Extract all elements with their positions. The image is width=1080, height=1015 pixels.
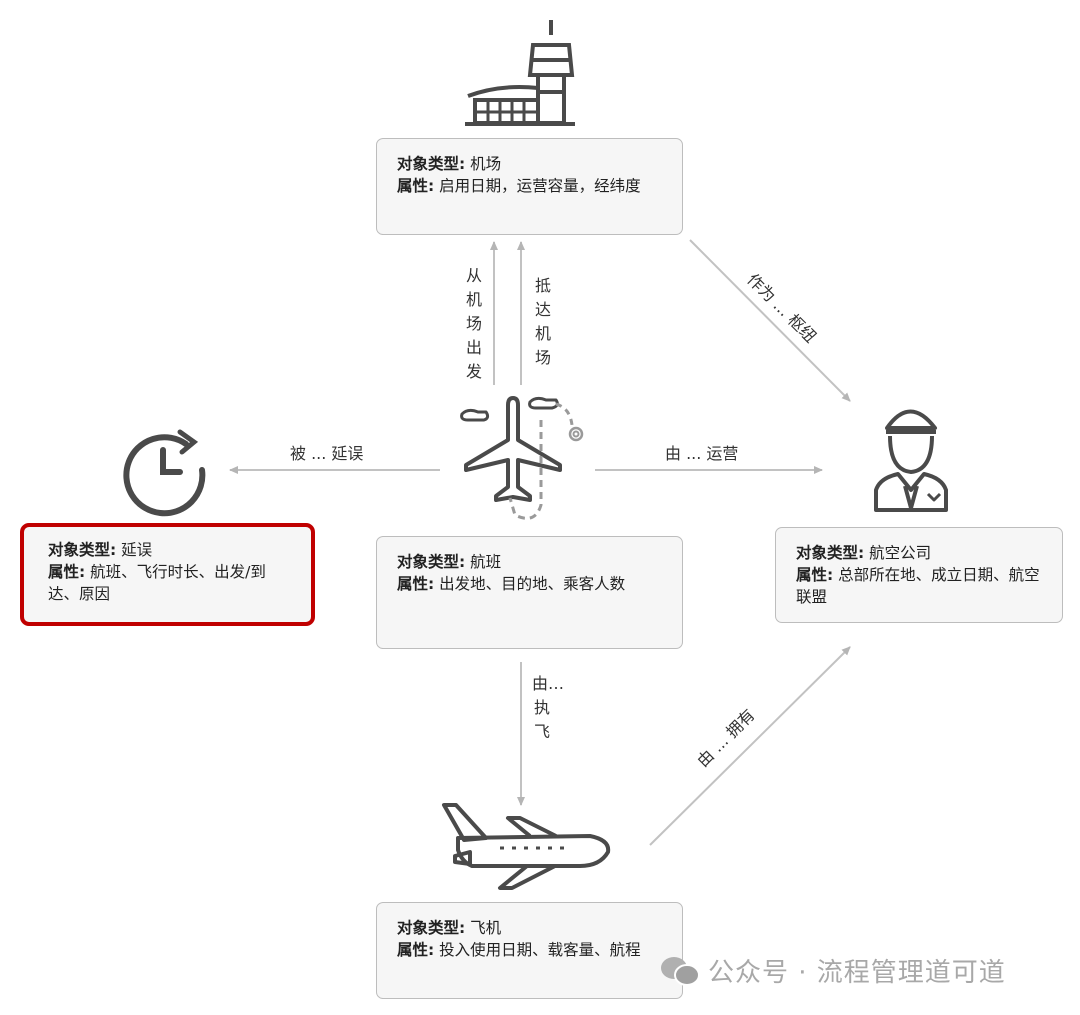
edge-label-arrive: 抵达机场 bbox=[534, 276, 551, 367]
node-airport[interactable]: 对象类型: 机场 属性: 启用日期，运营容量，经纬度 bbox=[376, 138, 683, 235]
node-aircraft[interactable]: 对象类型: 飞机 属性: 投入使用日期、载客量、航程 bbox=[376, 902, 683, 999]
flight-icon bbox=[460, 396, 584, 520]
type-label: 对象类型: bbox=[796, 544, 865, 562]
node-delay[interactable]: 对象类型: 延误 属性: 航班、飞行时长、出发/到达、原因 bbox=[20, 523, 315, 626]
aircraft-icon bbox=[442, 803, 611, 890]
delay-clock-icon bbox=[123, 429, 206, 517]
type-label: 对象类型: bbox=[48, 541, 117, 559]
attr-value: 航班、飞行时长、出发/到达、原因 bbox=[48, 563, 266, 603]
edge-label-delayed: 被 ... 延误 bbox=[290, 444, 364, 463]
attr-value: 总部所在地、成立日期、航空联盟 bbox=[796, 566, 1040, 606]
type-value: 飞机 bbox=[470, 919, 502, 937]
attr-label: 属性: bbox=[397, 941, 435, 959]
edge-label-operated: 由 ... 运营 bbox=[665, 444, 739, 463]
type-value: 延误 bbox=[121, 541, 153, 559]
type-label: 对象类型: bbox=[397, 553, 466, 571]
type-label: 对象类型: bbox=[397, 919, 466, 937]
attr-label: 属性: bbox=[397, 575, 435, 593]
attr-label: 属性: bbox=[397, 177, 435, 195]
attr-value: 投入使用日期、载客量、航程 bbox=[439, 941, 641, 959]
node-flight[interactable]: 对象类型: 航班 属性: 出发地、目的地、乘客人数 bbox=[376, 536, 683, 649]
type-value: 航班 bbox=[470, 553, 502, 571]
attr-value: 启用日期，运营容量，经纬度 bbox=[439, 177, 641, 195]
wechat-icon bbox=[661, 956, 700, 986]
watermark-text: 公众号 · 流程管理道可道 bbox=[708, 958, 1006, 988]
arrow-hub bbox=[689, 239, 851, 402]
airline-pilot-icon bbox=[874, 409, 948, 512]
edge-label-depart: 从机场出发 bbox=[465, 266, 482, 381]
attr-label: 属性: bbox=[48, 563, 86, 581]
node-airline[interactable]: 对象类型: 航空公司 属性: 总部所在地、成立日期、航空联盟 bbox=[775, 527, 1063, 623]
type-value: 机场 bbox=[470, 155, 502, 173]
type-label: 对象类型: bbox=[397, 155, 466, 173]
edge-label-flown: 由…执飞 bbox=[532, 674, 565, 741]
type-value: 航空公司 bbox=[869, 544, 932, 562]
attr-value: 出发地、目的地、乘客人数 bbox=[439, 575, 626, 593]
airport-tower-icon bbox=[465, 20, 575, 126]
watermark: 公众号 · 流程管理道可道 bbox=[660, 952, 1006, 989]
attr-label: 属性: bbox=[796, 566, 834, 584]
arrow-owned bbox=[649, 646, 851, 846]
